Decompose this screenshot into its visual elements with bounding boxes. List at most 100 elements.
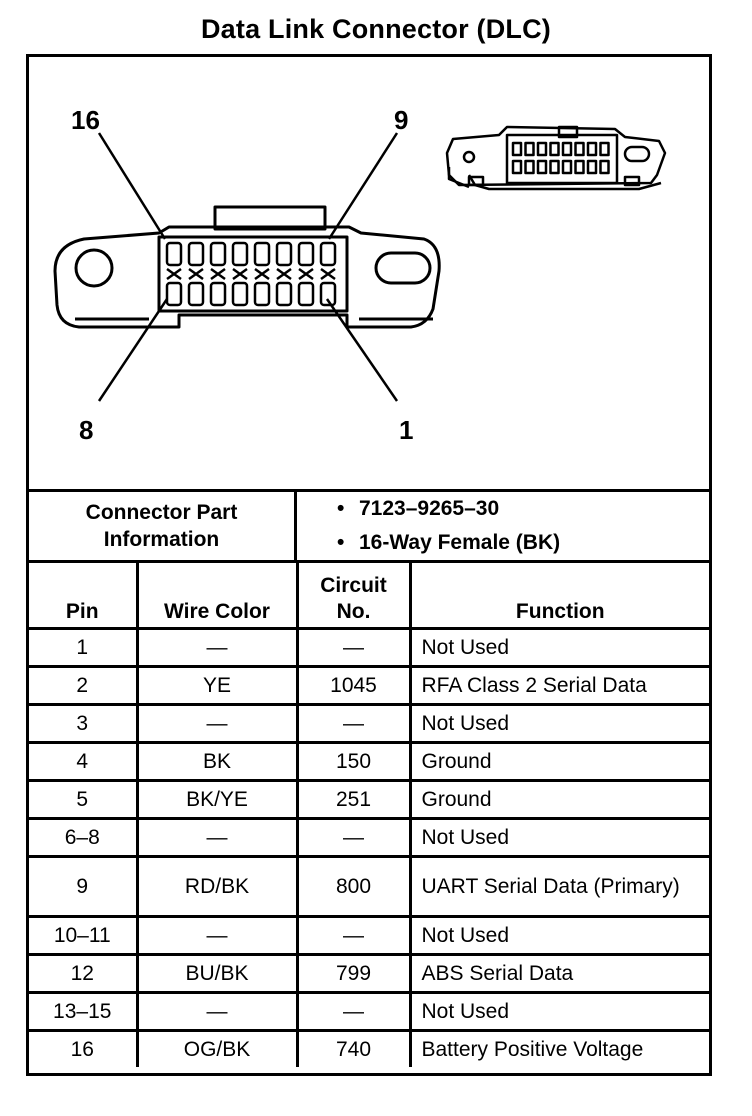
- cell-wire-color: RD/BK: [135, 855, 299, 918]
- pin-terminal: [253, 241, 271, 267]
- pin-terminal: [209, 281, 227, 307]
- pin-separator: [298, 267, 314, 281]
- table-row: 3——Not Used: [29, 703, 709, 744]
- mini-pin-terminal: [574, 159, 585, 175]
- leader-line-8: [97, 298, 169, 402]
- pin-separator: [276, 267, 292, 281]
- connector-perspective-view: [445, 125, 667, 191]
- table-row: 13–15——Not Used: [29, 991, 709, 1032]
- cell-wire-color: —: [135, 703, 299, 744]
- pin-cavity: [157, 235, 349, 313]
- pin-terminal: [165, 241, 183, 267]
- mini-pin-terminal: [536, 141, 548, 157]
- cell-circuit-no: —: [295, 991, 412, 1032]
- pin-separator: [232, 267, 248, 281]
- pin-terminal: [319, 241, 337, 267]
- cell-wire-color: BK/YE: [135, 779, 299, 820]
- leader-line-16: [97, 132, 167, 240]
- left-mount-hole: [74, 248, 114, 288]
- header-circuit-no: Circuit No.: [295, 563, 412, 630]
- cell-function: Not Used: [408, 991, 709, 1032]
- cell-pin: 5: [29, 779, 139, 820]
- header-circuit-line2: No.: [336, 600, 371, 623]
- cell-function: Not Used: [408, 703, 709, 744]
- mini-pin-terminal: [586, 141, 598, 157]
- mini-pin-terminal: [549, 141, 560, 157]
- pin-terminal: [231, 281, 249, 307]
- cell-wire-color: —: [135, 627, 299, 668]
- pin-terminal: [165, 281, 183, 307]
- pin-label-1: 1: [399, 415, 413, 445]
- cell-circuit-no: 800: [295, 855, 412, 918]
- cell-wire-color: OG/BK: [135, 1029, 299, 1067]
- cell-pin: 3: [29, 703, 139, 744]
- mini-pin-terminal: [511, 141, 523, 157]
- pin-terminal: [231, 241, 249, 267]
- cell-circuit-no: —: [295, 627, 412, 668]
- table-row: 10–11——Not Used: [29, 915, 709, 956]
- pinout-table: Pin Wire Color Circuit No. Function 1——N…: [29, 563, 709, 1067]
- pin-terminal: [319, 281, 337, 307]
- cell-pin: 6–8: [29, 817, 139, 858]
- pin-terminal: [209, 241, 227, 267]
- connector-info-label: Connector Part Information: [29, 492, 297, 560]
- dlc-frame: 16 9 8 1 Connector Part Information 7123…: [26, 54, 712, 1076]
- cell-wire-color: —: [135, 817, 299, 858]
- cell-circuit-no: —: [295, 817, 412, 858]
- cell-circuit-no: 251: [295, 779, 412, 820]
- connector-latch: [213, 205, 327, 231]
- pin-terminal: [275, 281, 293, 307]
- cell-circuit-no: —: [295, 703, 412, 744]
- cell-wire-color: —: [135, 915, 299, 956]
- mini-pin-terminal: [536, 159, 548, 175]
- pin-terminal: [297, 241, 315, 267]
- connector-diagram: 16 9 8 1: [53, 105, 667, 445]
- page-title: Data Link Connector (DLC): [200, 14, 551, 44]
- pin-label-8: 8: [79, 415, 93, 445]
- cell-pin: 2: [29, 665, 139, 706]
- pin-separator: [254, 267, 270, 281]
- cell-circuit-no: 799: [295, 953, 412, 994]
- cell-function: Battery Positive Voltage: [408, 1029, 709, 1067]
- pin-label-16: 16: [71, 105, 100, 135]
- pin-separator: [166, 267, 182, 281]
- cell-function: Not Used: [408, 817, 709, 858]
- pin-terminal: [297, 281, 315, 307]
- leader-line-9: [327, 132, 399, 240]
- leader-line-1: [325, 298, 399, 402]
- header-wire-color: Wire Color: [135, 563, 299, 630]
- part-number: 7123–9265–30: [337, 492, 709, 526]
- cell-pin: 10–11: [29, 915, 139, 956]
- connector-body: [53, 225, 441, 329]
- cell-wire-color: BK: [135, 741, 299, 782]
- cell-wire-color: BU/BK: [135, 953, 299, 994]
- table-row: 1——Not Used: [29, 627, 709, 668]
- cell-pin: 9: [29, 855, 139, 918]
- cell-function: Not Used: [408, 915, 709, 956]
- cell-function: UART Serial Data (Primary): [408, 855, 709, 918]
- pin-separator: [188, 267, 204, 281]
- mini-pin-terminal: [511, 159, 523, 175]
- cell-pin: 12: [29, 953, 139, 994]
- mini-pin-terminal: [574, 141, 585, 157]
- connector-info-values: 7123–9265–30 16-Way Female (BK): [297, 492, 709, 560]
- mini-pin-terminal: [524, 141, 535, 157]
- header-circuit-line1: Circuit: [320, 574, 387, 597]
- mini-pin-terminal: [599, 141, 610, 157]
- cell-circuit-no: 740: [295, 1029, 412, 1067]
- cell-pin: 16: [29, 1029, 139, 1067]
- pin-separator: [320, 267, 336, 281]
- cell-function: Ground: [408, 741, 709, 782]
- cell-wire-color: YE: [135, 665, 299, 706]
- cell-wire-color: —: [135, 991, 299, 1032]
- right-mount-slot: [374, 251, 432, 285]
- cell-circuit-no: —: [295, 915, 412, 956]
- cell-function: Ground: [408, 779, 709, 820]
- pin-terminal: [187, 281, 205, 307]
